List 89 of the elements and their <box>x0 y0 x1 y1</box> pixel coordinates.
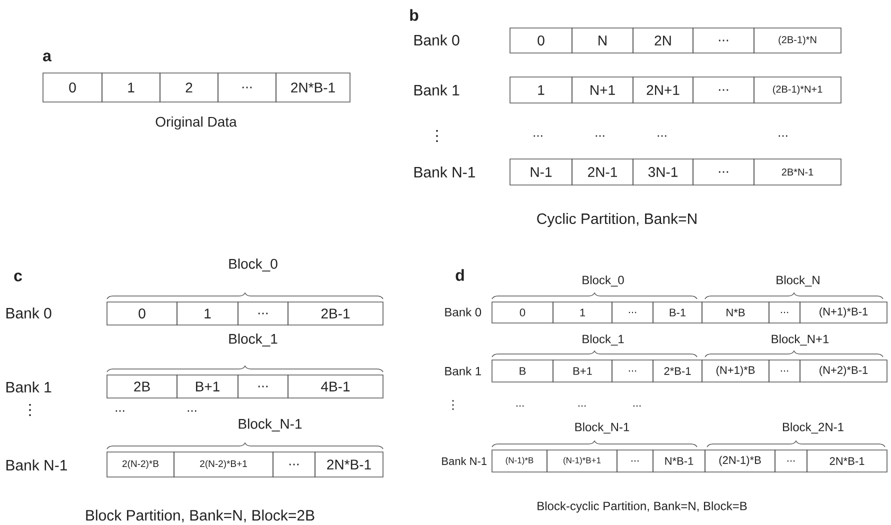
array-cell: ... <box>692 158 754 186</box>
ellipsis: ... <box>116 410 124 412</box>
block-label: Block_0 <box>582 275 624 287</box>
array-cell: 3N-1 <box>632 158 694 186</box>
array-cell: ... <box>612 360 654 382</box>
array-cell: N+1 <box>572 76 634 104</box>
array-cell: 0 <box>42 72 102 102</box>
ellipsis: ... <box>658 135 666 137</box>
bank-label: Bank 0 <box>6 308 52 318</box>
ellipsis: ... <box>633 405 641 407</box>
array-cell: 0 <box>510 28 572 54</box>
array-cell: 2N*B-1 <box>314 452 384 478</box>
array-cell: N*B-1 <box>652 450 706 472</box>
array-cell: (N+2)*B-1 <box>800 360 888 382</box>
array-cell: 1 <box>510 76 572 104</box>
array-cell: B+1 <box>552 360 612 382</box>
array-cell: ... <box>612 302 654 324</box>
array-cell: ... <box>768 360 800 382</box>
array-cell: (2N-1)*B <box>704 450 776 472</box>
ellipsis: ... <box>534 135 542 137</box>
array-cell: N <box>572 28 634 54</box>
array-cell: 2N-1 <box>572 158 634 186</box>
array-cell: 2B-1 <box>288 302 384 326</box>
panel-letter: c <box>14 272 22 282</box>
block-label: Block_N-1 <box>575 422 630 434</box>
block-label: Block_N <box>776 275 820 287</box>
block-label: Block_N+1 <box>772 334 829 346</box>
bank-label: Bank 1 <box>445 366 481 376</box>
array-cell: 1 <box>552 302 612 324</box>
array-cell: ... <box>238 374 288 398</box>
array-cell: (2B-1)*N+1 <box>754 76 842 104</box>
caption: Block-cyclic Partition, Bank=N, Block=B <box>538 501 747 513</box>
ellipsis: ... <box>516 405 524 407</box>
array-cell: ... <box>692 28 754 54</box>
bank-label: Bank 1 <box>414 84 460 96</box>
array-cell: B <box>492 360 554 382</box>
caption: Cyclic Partition, Bank=N <box>537 213 696 227</box>
block-label: Block_N-1 <box>238 418 302 432</box>
block-label: Block_1 <box>582 334 624 346</box>
array-cell: ... <box>272 452 316 478</box>
panel-letter: d <box>456 269 464 281</box>
array-cell: 0 <box>492 302 554 324</box>
array-cell: ... <box>774 450 808 472</box>
array-cell: 2N*B-1 <box>806 450 888 472</box>
array-cell: 2(N-2)*B+1 <box>174 452 274 478</box>
array-cell: 2N <box>632 28 694 54</box>
ellipsis: ... <box>778 135 788 137</box>
array-cell: (N+1)*B <box>702 360 770 382</box>
array-cell: 2B*N-1 <box>754 158 842 186</box>
ellipsis: ... <box>596 135 604 137</box>
vertical-ellipsis: ⋮ <box>436 130 438 142</box>
array-cell: (N+1)*B-1 <box>800 302 888 324</box>
bank-label: Bank 0 <box>414 34 460 46</box>
bank-label: Bank 1 <box>6 382 52 392</box>
array-cell: (N-1)*B+1 <box>546 450 618 472</box>
block-label: Block_2N-1 <box>782 422 844 434</box>
array-cell: ... <box>768 302 800 324</box>
block-label: Block_1 <box>229 334 278 346</box>
array-cell: ... <box>692 76 754 104</box>
array-cell: 2 <box>160 72 218 102</box>
array-cell: 1 <box>102 72 160 102</box>
caption: Original Data <box>156 116 237 130</box>
vertical-ellipsis: ⋮ <box>29 404 31 416</box>
block-label: Block_0 <box>229 258 278 272</box>
array-cell: ... <box>218 72 276 102</box>
bank-label: Bank N-1 <box>414 166 475 178</box>
array-cell: 1 <box>176 302 238 326</box>
array-cell: (N-1)*B <box>492 450 548 472</box>
array-cell: 2N+1 <box>632 76 694 104</box>
bank-label: Bank 0 <box>445 308 482 316</box>
array-cell: B+1 <box>176 374 238 398</box>
array-cell: 2*B-1 <box>652 360 702 382</box>
array-cell: 2N*B-1 <box>276 72 350 102</box>
array-cell: 0 <box>106 302 178 326</box>
array-cell: 2(N-2)*B <box>106 452 174 478</box>
vertical-ellipsis: ⋮ <box>452 400 454 410</box>
panel-letter: b <box>410 9 418 21</box>
ellipsis: ... <box>188 410 196 412</box>
array-cell: (2B-1)*N <box>754 28 842 54</box>
array-cell: ... <box>238 302 288 326</box>
ellipsis: ... <box>578 405 586 407</box>
caption: Block Partition, Bank=N, Block=2B <box>86 510 314 522</box>
array-cell: ... <box>616 450 654 472</box>
array-cell: 2B <box>106 374 178 398</box>
array-cell: N-1 <box>510 158 572 186</box>
array-cell: N*B <box>702 302 770 324</box>
array-cell: 4B-1 <box>288 374 384 398</box>
bank-label: Bank N-1 <box>6 460 67 470</box>
array-cell: B-1 <box>652 302 702 324</box>
